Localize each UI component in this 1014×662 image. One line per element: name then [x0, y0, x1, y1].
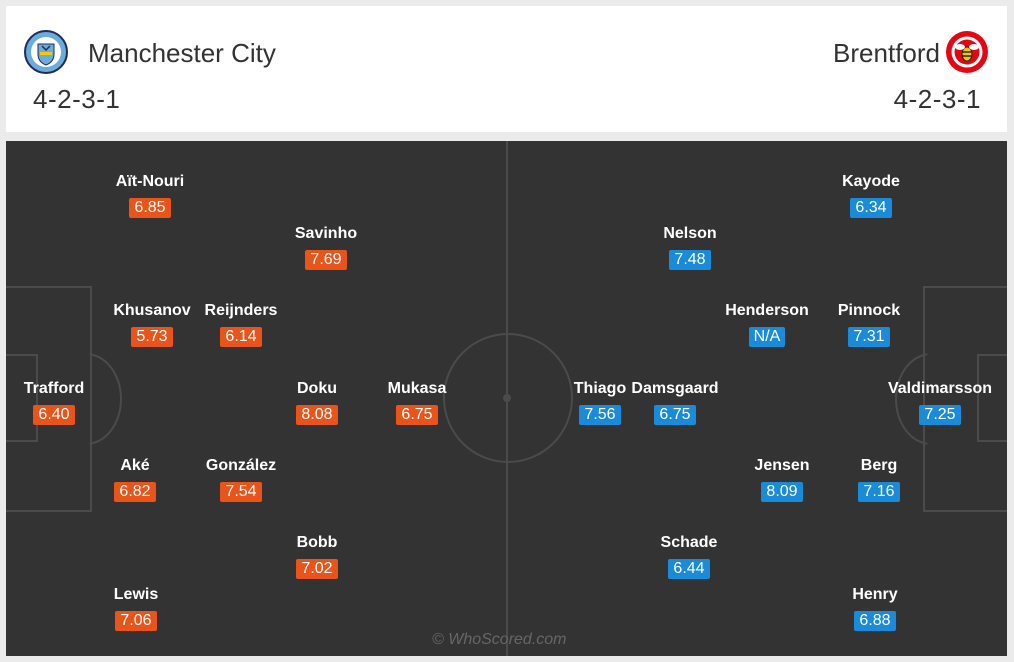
home-player-bobb[interactable]: Bobb 7.02 — [257, 533, 377, 579]
away-player-berg[interactable]: Berg 7.16 — [819, 456, 939, 502]
away-formation: 4-2-3-1 — [893, 84, 981, 114]
match-header: Manchester City 4-2-3-1 Brentford 4-2-3-… — [6, 6, 1007, 132]
home-player-savinho[interactable]: Savinho 7.69 — [266, 224, 386, 270]
center-spot — [503, 394, 511, 402]
player-name: Aït-Nouri — [115, 173, 185, 190]
player-rating: 6.75 — [396, 405, 438, 425]
home-player-gonzalez[interactable]: González 7.54 — [181, 456, 301, 502]
player-name: Damsgaard — [631, 380, 719, 397]
player-name: Lewis — [113, 586, 159, 603]
away-player-henderson[interactable]: Henderson N/A — [707, 301, 827, 347]
player-name: Valdimarsson — [887, 380, 993, 397]
player-rating: 7.54 — [220, 482, 262, 502]
player-rating: 8.08 — [296, 405, 338, 425]
home-formation: 4-2-3-1 — [33, 84, 121, 114]
home-player-reijnders[interactable]: Reijnders 6.14 — [181, 301, 301, 347]
player-rating: 6.44 — [668, 559, 710, 579]
player-rating: 7.31 — [848, 327, 890, 347]
away-player-damsgaard[interactable]: Damsgaard 6.75 — [615, 379, 735, 425]
player-name: Jensen — [754, 457, 810, 474]
player-rating: 7.06 — [115, 611, 157, 631]
player-name: Khusanov — [113, 302, 191, 319]
player-rating: 6.82 — [114, 482, 156, 502]
whoscored-credit: © WhoScored.com — [432, 631, 567, 648]
player-name: Henderson — [725, 302, 809, 319]
away-team-name[interactable]: Brentford — [833, 38, 940, 68]
player-name: Henry — [852, 586, 898, 603]
player-name: Trafford — [23, 380, 85, 397]
player-name: Reijnders — [204, 302, 278, 319]
player-name: Thiago — [573, 380, 627, 397]
home-player-ake[interactable]: Aké 6.82 — [75, 456, 195, 502]
player-name: Kayode — [842, 173, 900, 190]
player-rating: 7.48 — [669, 250, 711, 270]
away-player-henry[interactable]: Henry 6.88 — [815, 585, 935, 631]
home-player-lewis[interactable]: Lewis 7.06 — [76, 585, 196, 631]
player-rating: 8.09 — [761, 482, 803, 502]
player-name: González — [205, 457, 277, 474]
player-rating: 7.56 — [579, 405, 621, 425]
home-player-trafford[interactable]: Trafford 6.40 — [6, 379, 114, 425]
player-rating: 5.73 — [131, 327, 173, 347]
player-rating: 6.85 — [129, 198, 171, 218]
player-name: Pinnock — [837, 302, 901, 319]
player-name: Aké — [120, 457, 150, 474]
player-rating: 7.69 — [305, 250, 347, 270]
player-name: Mukasa — [387, 380, 447, 397]
home-player-khusanov[interactable]: Khusanov 5.73 — [92, 301, 212, 347]
center-circle — [443, 333, 573, 463]
player-rating: 7.25 — [919, 405, 961, 425]
player-name: Doku — [297, 380, 337, 397]
player-name: Berg — [860, 457, 898, 474]
away-player-pinnock[interactable]: Pinnock 7.31 — [809, 301, 929, 347]
player-rating: 7.02 — [296, 559, 338, 579]
away-player-jensen[interactable]: Jensen 8.09 — [722, 456, 842, 502]
player-name: Bobb — [296, 534, 338, 551]
away-player-thiago[interactable]: Thiago 7.56 — [540, 379, 660, 425]
away-player-schade[interactable]: Schade 6.44 — [629, 533, 749, 579]
brentford-crest-icon[interactable] — [945, 30, 989, 74]
player-rating: 6.14 — [220, 327, 262, 347]
home-goal-area — [6, 354, 38, 442]
away-player-kayode[interactable]: Kayode 6.34 — [811, 172, 931, 218]
player-name: Savinho — [294, 225, 358, 242]
player-rating: 6.88 — [854, 611, 896, 631]
player-rating: 6.34 — [850, 198, 892, 218]
away-goal-area — [977, 354, 1007, 442]
home-team-name[interactable]: Manchester City — [88, 38, 276, 68]
away-player-nelson[interactable]: Nelson 7.48 — [630, 224, 750, 270]
player-rating: 6.75 — [654, 405, 696, 425]
player-rating: 6.40 — [33, 405, 75, 425]
away-player-valdimarsson[interactable]: Valdimarsson 7.25 — [880, 379, 1000, 425]
player-name: Schade — [660, 534, 718, 551]
home-player-ait-nouri[interactable]: Aït-Nouri 6.85 — [90, 172, 210, 218]
player-rating: 7.16 — [858, 482, 900, 502]
home-player-doku[interactable]: Doku 8.08 — [257, 379, 377, 425]
home-player-mukasa[interactable]: Mukasa 6.75 — [357, 379, 477, 425]
pitch: Aït-Nouri 6.85 Savinho 7.69 Khusanov 5.7… — [6, 141, 1007, 656]
man-city-crest-icon[interactable] — [24, 30, 68, 74]
player-rating: N/A — [748, 327, 786, 347]
player-name: Nelson — [663, 225, 717, 242]
